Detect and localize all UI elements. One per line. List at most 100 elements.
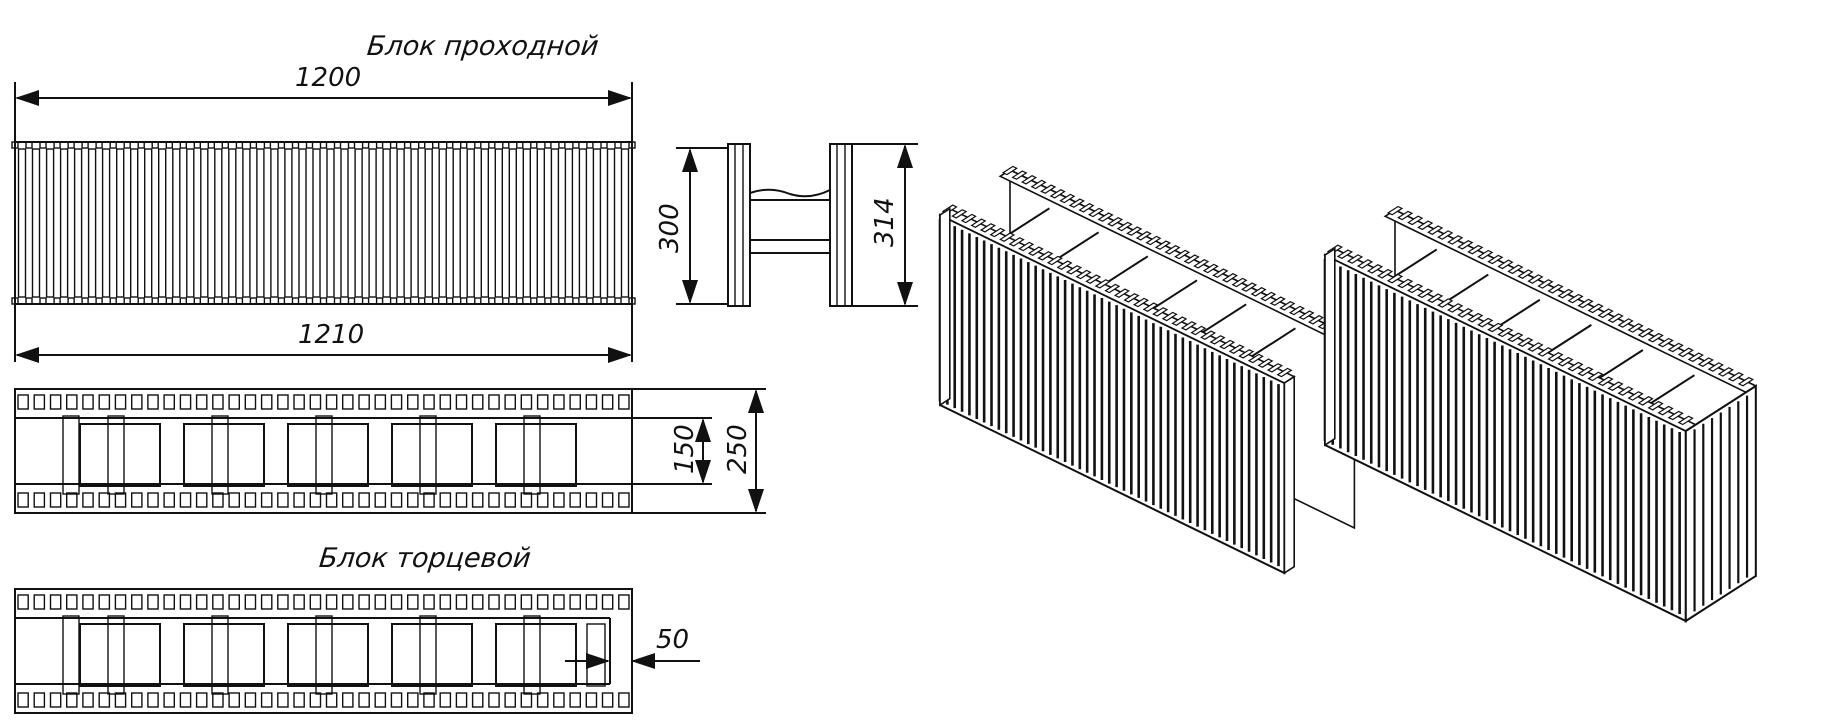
- edge-tooth: [65, 394, 78, 410]
- edge-tooth: [488, 594, 500, 610]
- front-rib: [480, 148, 489, 298]
- web-tie: [107, 415, 125, 495]
- edge-tooth: [471, 492, 484, 508]
- edge-tooth: [569, 492, 581, 508]
- edge-tooth: [98, 594, 111, 610]
- edge-tooth: [423, 594, 435, 610]
- web-tie: [62, 415, 80, 495]
- edge-tooth: [325, 394, 338, 410]
- side-view: 300 314: [655, 143, 918, 307]
- edge-tooth: [471, 594, 484, 610]
- front-rib: [606, 148, 616, 298]
- core-cell: [287, 623, 369, 687]
- edge-tooth: [228, 594, 241, 610]
- front-rib: [396, 148, 405, 298]
- edge-tooth: [260, 692, 273, 708]
- edge-tooth: [163, 692, 176, 708]
- edge-tooth: [195, 692, 208, 708]
- edge-tooth: [455, 492, 468, 508]
- front-rib: [298, 148, 307, 298]
- edge-tooth: [65, 594, 78, 610]
- edge-tooth: [293, 594, 305, 610]
- edge-tooth: [212, 492, 224, 508]
- edge-tooth: [65, 692, 78, 708]
- edge-tooth: [374, 692, 387, 708]
- edge-tooth: [114, 492, 127, 508]
- height-inner-label: 300: [655, 203, 685, 253]
- front-rib: [73, 148, 83, 298]
- edge-tooth: [342, 492, 354, 508]
- web-tie: [62, 615, 80, 695]
- edge-tooth: [358, 492, 370, 508]
- edge-tooth: [520, 492, 533, 508]
- edge-tooth: [618, 594, 630, 610]
- edge-tooth: [130, 492, 143, 508]
- plan-view-end: 50: [14, 588, 700, 714]
- front-rib: [550, 148, 560, 298]
- core-cell: [183, 423, 265, 487]
- edge-tooth: [130, 594, 143, 610]
- edge-tooth: [374, 492, 387, 508]
- edge-tooth: [342, 594, 354, 610]
- edge-tooth: [49, 492, 62, 508]
- edge-tooth: [471, 394, 484, 410]
- edge-tooth: [179, 394, 192, 410]
- edge-tooth: [17, 394, 29, 410]
- edge-tooth: [504, 492, 517, 508]
- edge-tooth: [244, 492, 257, 508]
- web-tie: [107, 615, 125, 695]
- edge-tooth: [342, 692, 354, 708]
- edge-tooth: [277, 594, 289, 610]
- front-rib: [424, 148, 433, 298]
- front-rib: [242, 148, 251, 298]
- web-tie: [1244, 327, 1296, 362]
- edge-tooth: [488, 394, 500, 410]
- web-tie: [1591, 349, 1644, 384]
- edge-tooth: [114, 692, 127, 708]
- edge-tooth: [342, 394, 354, 410]
- edge-tooth: [439, 492, 452, 508]
- edge-tooth: [163, 594, 176, 610]
- block-width-label: 250: [723, 424, 753, 474]
- front-view: 1200 1210: [11, 63, 636, 363]
- front-rib: [256, 148, 265, 298]
- core-cell: [391, 623, 473, 687]
- edge-tooth: [179, 492, 192, 508]
- edge-tooth: [163, 394, 176, 410]
- edge-tooth: [212, 594, 224, 610]
- edge-tooth: [260, 594, 273, 610]
- edge-tooth: [244, 594, 257, 610]
- front-rib: [508, 148, 517, 298]
- edge-tooth: [553, 394, 565, 410]
- edge-tooth: [147, 492, 159, 508]
- edge-tooth: [130, 692, 143, 708]
- front-rib: [284, 148, 293, 298]
- front-rib: [620, 148, 630, 298]
- edge-tooth: [390, 492, 403, 508]
- length-bottom-label: 1210: [298, 320, 364, 350]
- edge-tooth: [439, 594, 452, 610]
- edge-tooth: [601, 394, 614, 410]
- edge-tooth: [195, 492, 208, 508]
- front-rib: [129, 148, 139, 298]
- edge-tooth: [147, 692, 159, 708]
- edge-tooth: [520, 394, 533, 410]
- front-rib: [522, 148, 531, 298]
- front-rib: [31, 148, 41, 298]
- edge-tooth: [358, 394, 370, 410]
- edge-tooth: [536, 492, 549, 508]
- edge-tooth: [130, 394, 143, 410]
- edge-tooth: [585, 594, 598, 610]
- edge-tooth: [504, 594, 517, 610]
- web-tie: [315, 415, 333, 495]
- isometric-end-block: [938, 165, 1357, 575]
- edge-tooth: [244, 692, 257, 708]
- edge-tooth: [293, 692, 305, 708]
- edge-tooth: [504, 394, 517, 410]
- edge-tooth: [358, 594, 370, 610]
- end-block-title: Блок торцевой: [318, 543, 533, 574]
- edge-tooth: [585, 394, 598, 410]
- edge-tooth: [293, 492, 305, 508]
- edge-tooth: [309, 394, 322, 410]
- front-rib: [494, 148, 503, 298]
